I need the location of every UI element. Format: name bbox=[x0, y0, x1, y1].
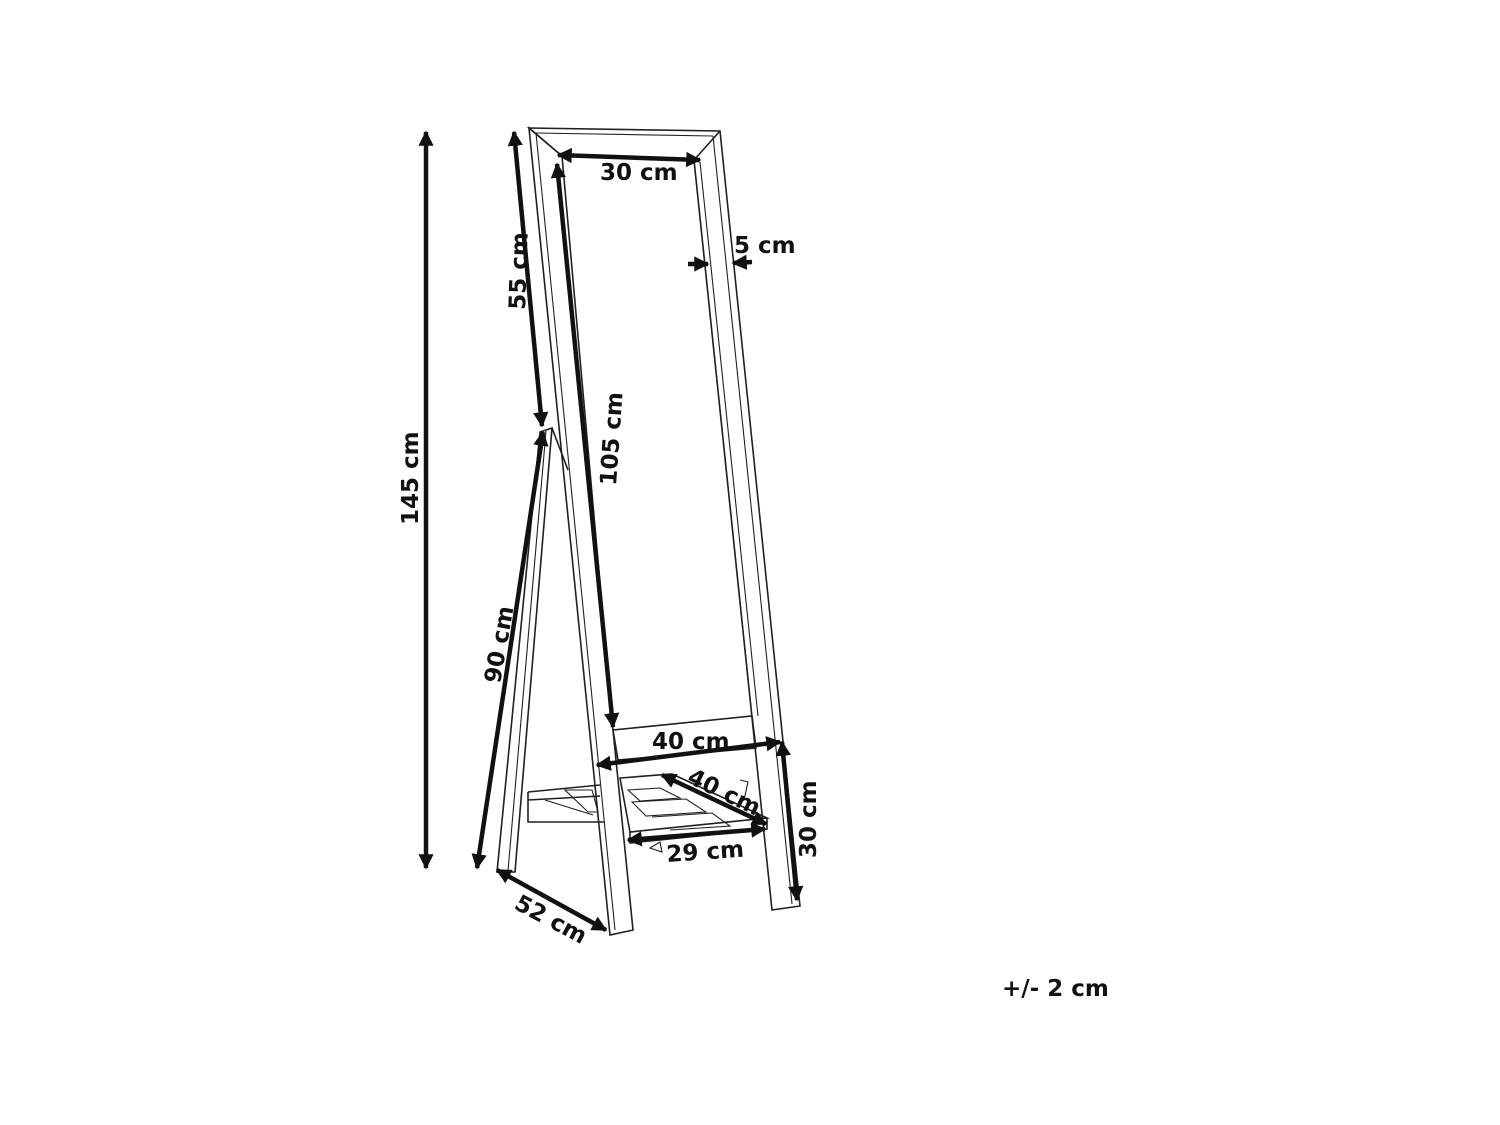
arrow-frame-inner-width bbox=[556, 147, 702, 168]
arrow-base-depth bbox=[495, 868, 608, 932]
arrow-mirror-height bbox=[550, 162, 620, 729]
arrow-base-width bbox=[595, 736, 782, 771]
dimension-arrows bbox=[418, 130, 804, 932]
label-base-width: 40 cm bbox=[652, 729, 730, 755]
label-shelf-width: 29 cm bbox=[666, 837, 745, 868]
label-frame-border: 5 cm bbox=[734, 233, 796, 259]
arrow-shelf-height bbox=[775, 740, 804, 902]
arrow-shelf-depth bbox=[660, 772, 768, 827]
arrow-upper-leg bbox=[507, 130, 549, 428]
arrow-border-right bbox=[731, 254, 753, 270]
label-total-height: 145 cm bbox=[398, 431, 424, 525]
tolerance-note: +/- 2 cm bbox=[1002, 976, 1109, 1002]
arrow-shelf-width bbox=[626, 822, 767, 847]
label-frame-inner-width: 30 cm bbox=[600, 160, 678, 186]
label-mirror-height: 105 cm bbox=[596, 391, 628, 486]
label-upper-leg: 55 cm bbox=[505, 232, 534, 310]
label-rear-leg: 90 cm bbox=[480, 604, 519, 685]
arrow-rear-leg bbox=[471, 430, 549, 870]
label-shelf-height: 30 cm bbox=[796, 780, 822, 858]
